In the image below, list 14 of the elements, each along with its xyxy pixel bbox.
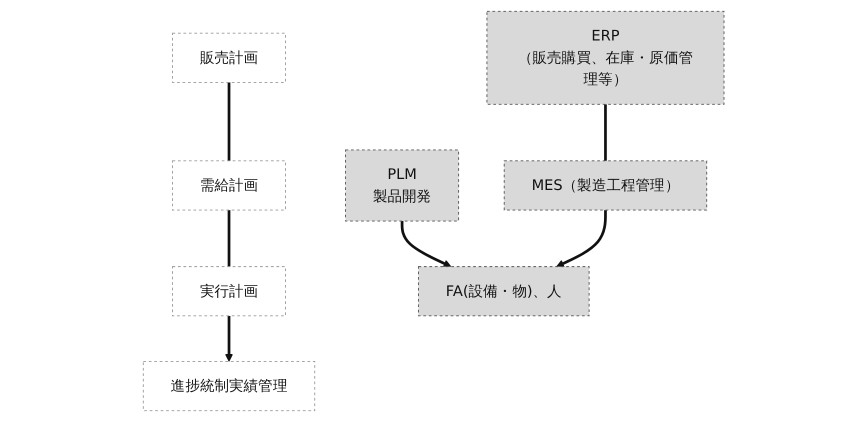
- node-box: FA(設備・物)、人: [418, 266, 590, 316]
- arrow: [225, 316, 234, 362]
- node-box: ERP （販売購買、在庫・原価管理等）: [486, 10, 725, 105]
- connector: [228, 82, 231, 161]
- node-box: MES（製造工程管理）: [504, 160, 708, 211]
- connector: [604, 104, 608, 161]
- arrow: [556, 210, 608, 268]
- node-box: PLM 製品開発: [345, 149, 460, 222]
- node-box: 販売計画: [172, 32, 286, 83]
- node-box: 進捗統制実績管理: [143, 361, 316, 412]
- node-box: 実行計画: [172, 266, 286, 316]
- arrow: [401, 221, 452, 268]
- connector: [228, 210, 231, 267]
- node-box: 需給計画: [172, 160, 286, 211]
